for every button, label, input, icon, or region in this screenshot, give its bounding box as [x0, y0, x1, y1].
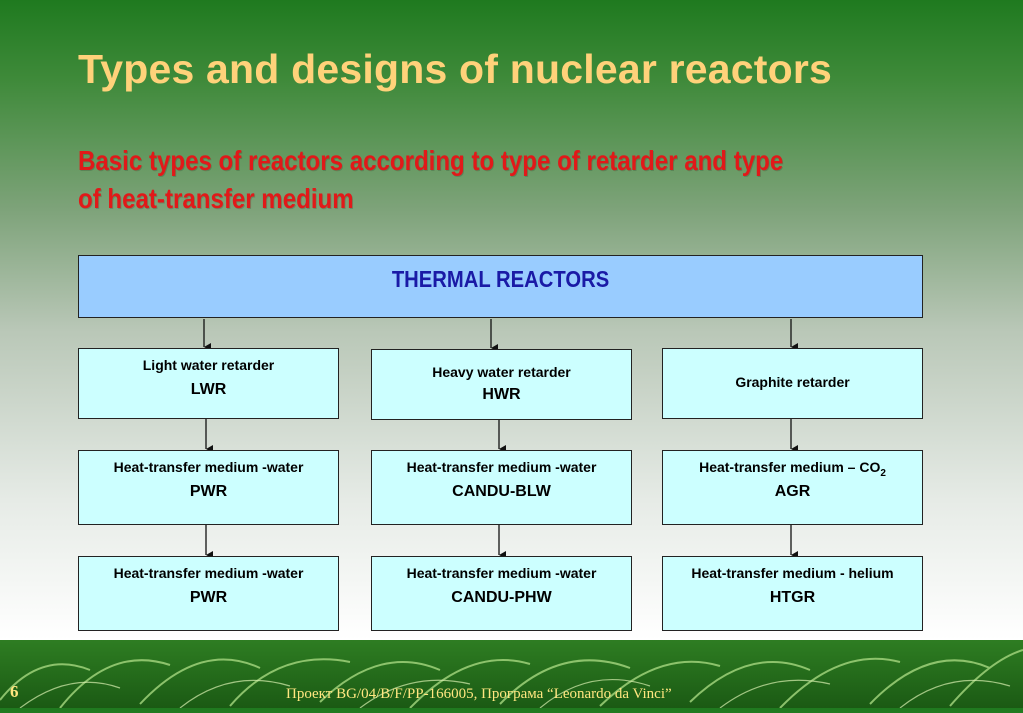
hwr-box: Heavy water retarder HWR	[371, 349, 632, 420]
box-label: Heat-transfer medium - helium	[691, 565, 894, 581]
box-label: Light water retarder	[142, 357, 275, 373]
candu-phw-box: Heat-transfer medium -water CANDU-PHW	[371, 556, 632, 631]
box-code: PWR	[189, 483, 228, 500]
box-label: Graphite retarder	[735, 374, 850, 390]
candu-blw-box: Heat-transfer medium -water CANDU-BLW	[371, 450, 632, 525]
box-label-text: Heat-transfer medium – CO	[699, 459, 881, 475]
box-code: CANDU-PHW	[451, 589, 552, 606]
box-label: Heat-transfer medium -water	[406, 459, 597, 475]
box-code: PWR	[189, 589, 228, 606]
box-label: Heat-transfer medium -water	[406, 565, 597, 581]
pwr-box-2: Heat-transfer medium -water PWR	[78, 556, 339, 631]
box-label: Heat-transfer medium -water	[113, 459, 304, 475]
box-label: Heat-transfer medium – CO2	[663, 459, 922, 479]
box-label: Heat-transfer medium -water	[113, 565, 304, 581]
footer-text: Проект BG/04/B/F/PP-166005, Програма “Le…	[286, 686, 672, 702]
slide-title: Types and designs of nuclear reactors	[78, 46, 832, 92]
page-number: 6	[10, 682, 19, 701]
lwr-box: Light water retarder LWR	[78, 348, 339, 419]
box-code: HWR	[482, 386, 521, 403]
slide-subtitle: Basic types of reactors according to typ…	[78, 145, 784, 214]
box-code: LWR	[190, 381, 227, 398]
grass-decoration	[0, 640, 1023, 709]
agr-box: Heat-transfer medium – CO2 AGR	[662, 450, 923, 525]
box-code: CANDU-BLW	[452, 483, 551, 500]
thermal-reactors-label: THERMAL REACTORS	[391, 266, 610, 292]
grass-blades-image	[0, 649, 1023, 709]
htgr-box: Heat-transfer medium - helium HTGR	[662, 556, 923, 631]
graphite-box: Graphite retarder	[662, 348, 923, 419]
co2-subscript: 2	[880, 467, 886, 479]
box-label: Heavy water retarder	[432, 364, 571, 380]
box-code: HTGR	[769, 589, 816, 606]
thermal-reactors-box: THERMAL REACTORS	[78, 255, 923, 318]
pwr-box-1: Heat-transfer medium -water PWR	[78, 450, 339, 525]
box-code: AGR	[774, 482, 811, 500]
